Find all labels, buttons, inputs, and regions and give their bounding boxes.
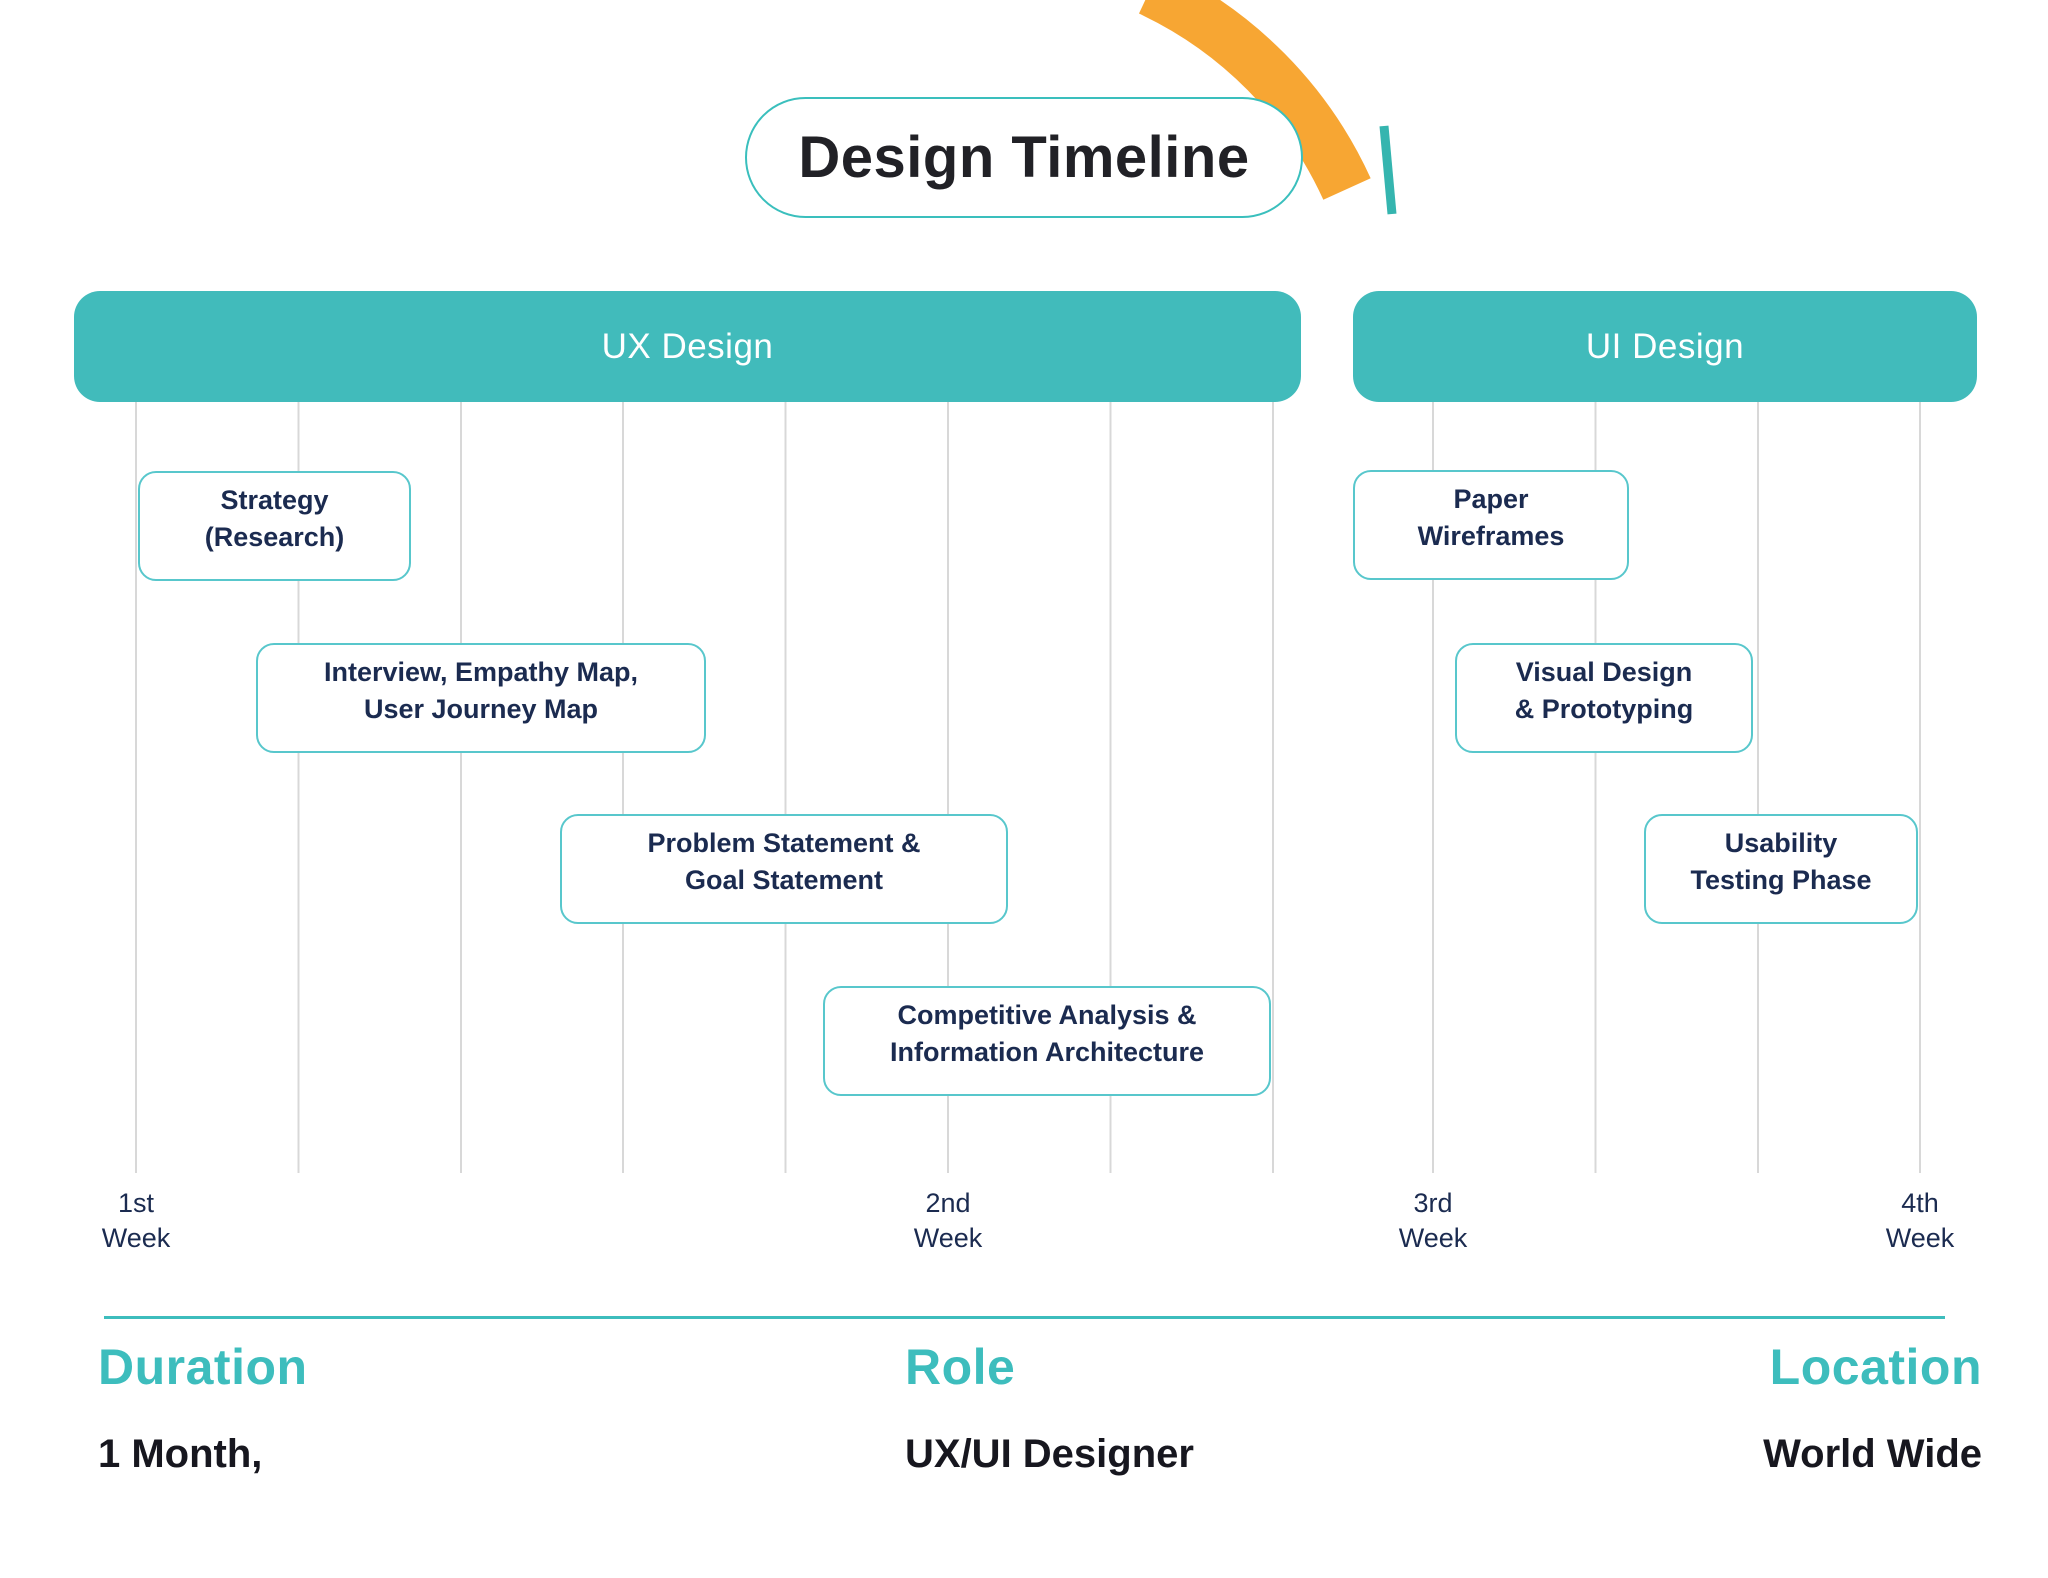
location-label: Location: [1769, 1339, 1982, 1395]
footer-role: Role UX/UI Designer: [905, 1338, 1194, 1477]
footer-divider-line: [104, 1316, 1945, 1319]
week-ordinal: 2nd: [925, 1188, 971, 1218]
role-label: Role: [905, 1339, 1016, 1395]
task-label: Competitive Analysis &: [897, 1000, 1197, 1030]
duration-label: Duration: [98, 1339, 308, 1395]
task-strategy-research: Strategy (Research): [138, 471, 411, 581]
orange-swoosh-arc: [1138, 0, 1371, 200]
week-ordinal: 4th: [1901, 1188, 1939, 1218]
task-label: Interview, Empathy Map,: [323, 657, 639, 687]
task-label: Problem Statement &: [647, 828, 921, 858]
task-competitive-analysis-ia: Competitive Analysis & Information Archi…: [823, 986, 1271, 1096]
task-label: Wireframes: [1417, 521, 1565, 551]
section-header-ui-label: UI Design: [1585, 326, 1745, 366]
week-label-4th: 4th Week: [1850, 1186, 1990, 1256]
footer-location: Location World Wide: [1763, 1338, 1982, 1477]
week-label-1st: 1st Week: [66, 1186, 206, 1256]
task-label: Visual Design: [1515, 657, 1693, 687]
section-header-ux-design: UX Design: [74, 291, 1301, 402]
page-title-pill: Design Timeline: [745, 97, 1303, 218]
teal-tick-line: [1379, 125, 1397, 215]
task-problem-goal-statement: Problem Statement & Goal Statement: [560, 814, 1008, 924]
task-label: Information Architecture: [889, 1037, 1205, 1067]
duration-value: 1 Month,: [98, 1432, 263, 1476]
footer-duration: Duration 1 Month,: [98, 1338, 308, 1477]
task-label: Paper: [1453, 484, 1529, 514]
week-word: Week: [101, 1223, 171, 1253]
week-word: Week: [913, 1223, 983, 1253]
task-label: User Journey Map: [363, 694, 599, 724]
task-visual-design-prototyping: Visual Design & Prototyping: [1455, 643, 1753, 753]
week-ordinal: 3rd: [1413, 1188, 1453, 1218]
page-title: Design Timeline: [798, 125, 1250, 190]
task-usability-testing-phase: Usability Testing Phase: [1644, 814, 1918, 924]
decorative-arc-and-tick: [1138, 0, 1397, 215]
task-label: Strategy: [220, 485, 329, 515]
task-label: (Research): [204, 522, 345, 552]
task-label: Testing Phase: [1690, 865, 1872, 895]
section-header-ux-label: UX Design: [601, 326, 774, 366]
task-interview-empathy-journey: Interview, Empathy Map, User Journey Map: [256, 643, 706, 753]
week-word: Week: [1885, 1223, 1955, 1253]
week-word: Week: [1398, 1223, 1468, 1253]
task-paper-wireframes: Paper Wireframes: [1353, 470, 1629, 580]
week-label-3rd: 3rd Week: [1363, 1186, 1503, 1256]
location-value: World Wide: [1763, 1432, 1982, 1476]
role-value: UX/UI Designer: [905, 1432, 1194, 1476]
task-label: & Prototyping: [1514, 694, 1694, 724]
section-header-ui-design: UI Design: [1353, 291, 1977, 402]
task-label: Goal Statement: [684, 865, 884, 895]
week-label-2nd: 2nd Week: [878, 1186, 1018, 1256]
task-label: Usability: [1724, 828, 1838, 858]
week-ordinal: 1st: [117, 1188, 155, 1218]
